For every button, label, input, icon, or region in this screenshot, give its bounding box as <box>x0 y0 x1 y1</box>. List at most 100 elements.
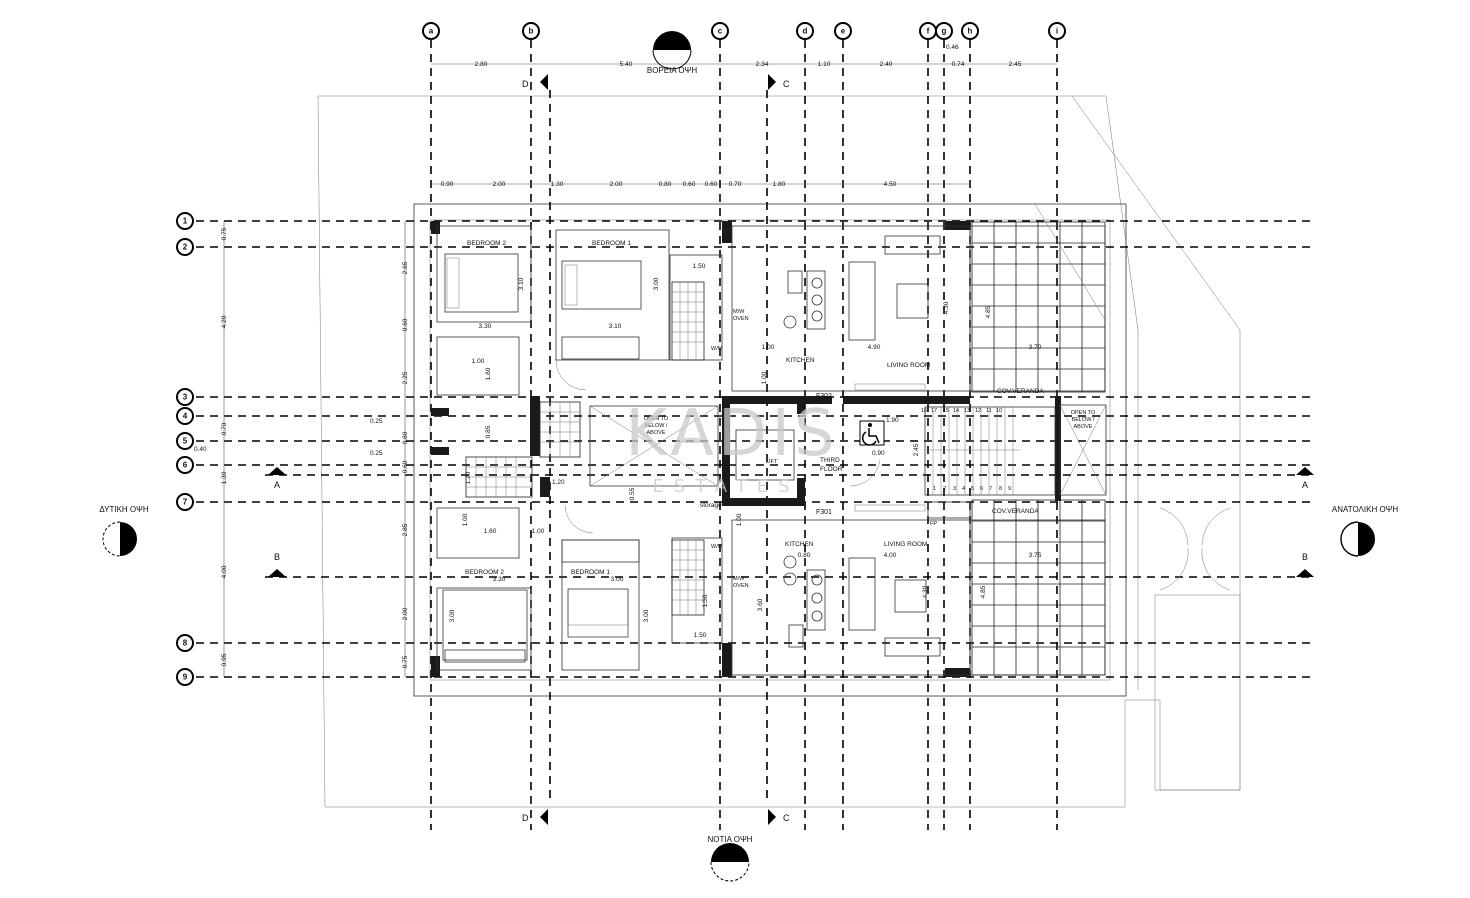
svg-text:9: 9 <box>183 673 188 682</box>
lower-apartment: BEDROOM 2 BEDROOM 1 KITCHEN LIVING ROOM … <box>436 504 1106 676</box>
svg-text:4.90: 4.90 <box>868 344 881 351</box>
svg-text:3.00: 3.00 <box>611 576 624 583</box>
svg-text:W/M: W/M <box>711 346 723 352</box>
svg-text:1.30: 1.30 <box>551 181 564 188</box>
svg-text:1.90: 1.90 <box>886 417 899 424</box>
svg-text:2.25: 2.25 <box>402 371 409 384</box>
svg-text:W/M: W/M <box>711 544 723 550</box>
svg-text:4.85: 4.85 <box>985 305 992 318</box>
svg-text:M/W: M/W <box>733 309 745 315</box>
svg-text:4.00: 4.00 <box>221 565 228 578</box>
svg-text:OPEN TO: OPEN TO <box>1071 410 1096 416</box>
svg-text:5.40: 5.40 <box>620 61 633 68</box>
svg-text:13: 13 <box>964 408 970 414</box>
svg-text:1.10: 1.10 <box>818 61 831 68</box>
grid-bubble-a: a <box>422 22 440 40</box>
svg-text:3.00: 3.00 <box>449 609 456 622</box>
svg-text:e: e <box>841 27 846 36</box>
svg-text:3.30: 3.30 <box>493 576 506 583</box>
upper-veranda-grid <box>971 203 1106 393</box>
grid-bubble-b: b <box>522 22 540 40</box>
svg-text:1.00: 1.00 <box>762 344 775 351</box>
svg-text:storage: storage <box>700 502 722 509</box>
svg-text:2.34: 2.34 <box>756 61 769 68</box>
left-dimension-chain-outer: 0.75 4.20 0.25 0.70 0.40 1.30 4.00 0.95 <box>194 221 383 677</box>
svg-text:A: A <box>274 480 280 490</box>
grid-bubble-9: 9 <box>176 668 194 686</box>
grid-bubble-2: 2 <box>176 238 194 256</box>
svg-text:17: 17 <box>931 408 937 414</box>
east-annex <box>1154 594 1241 791</box>
svg-text:4.85: 4.85 <box>980 585 987 598</box>
svg-text:BEDROOM 2: BEDROOM 2 <box>467 240 506 247</box>
svg-text:3: 3 <box>183 393 188 402</box>
svg-text:5: 5 <box>183 437 188 446</box>
svg-text:10: 10 <box>996 408 1002 414</box>
svg-text:ABOVE: ABOVE <box>647 430 666 436</box>
svg-text:3: 3 <box>953 486 956 492</box>
svg-text:FLOOR: FLOOR <box>820 466 843 473</box>
svg-text:COV.VERANDA: COV.VERANDA <box>997 388 1044 395</box>
svg-text:f: f <box>927 27 930 36</box>
svg-text:ΑΝΑΤΟΛΙΚΗ ΟΨΗ: ΑΝΑΤΟΛΙΚΗ ΟΨΗ <box>1332 505 1398 514</box>
svg-text:0.80: 0.80 <box>659 181 672 188</box>
svg-text:2.40: 2.40 <box>880 61 893 68</box>
svg-text:14: 14 <box>953 408 959 414</box>
svg-text:ABOVE: ABOVE <box>1074 424 1093 430</box>
svg-text:2.45: 2.45 <box>1009 61 1022 68</box>
svg-text:4.50: 4.50 <box>884 181 897 188</box>
svg-text:0.75: 0.75 <box>221 227 228 240</box>
north-elevation-marker: ΒΟΡΕΙΑ ΟΨΗ <box>647 31 697 75</box>
building-inner-outline <box>429 219 1111 681</box>
svg-text:d: d <box>803 27 808 36</box>
svg-text:OPEN TO: OPEN TO <box>644 416 669 422</box>
svg-text:a: a <box>429 27 434 36</box>
grid-bubble-4: 4 <box>176 407 194 425</box>
grid-bubble-i: i <box>1048 22 1066 40</box>
svg-text:1.50: 1.50 <box>694 632 707 639</box>
svg-text:1.50: 1.50 <box>702 594 709 607</box>
svg-text:2.65: 2.65 <box>402 261 409 274</box>
svg-text:D: D <box>522 79 529 89</box>
svg-text:7: 7 <box>183 498 188 507</box>
svg-text:1.80: 1.80 <box>773 181 786 188</box>
svg-text:h: h <box>968 27 973 36</box>
stair-core: 16 17 15 14 13 12 11 10 1 2 3 4 5 6 7 8 … <box>816 393 1107 527</box>
svg-text:THIRD: THIRD <box>820 457 840 464</box>
building-outline <box>413 203 1127 697</box>
svg-text:2.00: 2.00 <box>610 181 623 188</box>
svg-text:3.70: 3.70 <box>1029 344 1042 351</box>
upper-apartment: BEDROOM 2 BEDROOM 1 KITCHEN LIVING ROOM … <box>436 225 1106 396</box>
grid-bubble-c: c <box>711 22 729 40</box>
lower-veranda-grid <box>971 499 1106 676</box>
svg-text:ΝΟΤΙΑ ΟΨΗ: ΝΟΤΙΑ ΟΨΗ <box>708 835 753 844</box>
svg-text:2: 2 <box>943 486 946 492</box>
grid-letter-bubbles: a b c d e f g h i <box>422 22 1066 40</box>
svg-text:LIVING ROOM: LIVING ROOM <box>884 541 927 548</box>
svg-text:6: 6 <box>183 461 188 470</box>
east-elevation-marker: ΑΝΑΤΟΛΙΚΗ ΟΨΗ <box>1332 505 1398 557</box>
grid-bubble-e: e <box>834 22 852 40</box>
svg-text:1.00: 1.00 <box>736 513 743 526</box>
svg-text:2.00: 2.00 <box>493 181 506 188</box>
svg-text:KADIS: KADIS <box>625 397 838 471</box>
south-elevation-marker: ΝΟΤΙΑ ΟΨΗ <box>708 835 753 882</box>
svg-text:3.10: 3.10 <box>518 277 525 290</box>
site-boundary <box>317 95 1241 808</box>
horizontal-grid-lines <box>196 220 1315 678</box>
svg-text:g: g <box>942 27 947 36</box>
section-markers: A A B B D D C C <box>268 74 1314 825</box>
svg-text:1.00: 1.00 <box>532 528 545 535</box>
svg-text:1.00: 1.00 <box>472 358 485 365</box>
svg-text:C: C <box>783 813 790 823</box>
svg-text:0.60: 0.60 <box>683 181 696 188</box>
svg-text:4.20: 4.20 <box>221 315 228 328</box>
svg-text:1.00: 1.00 <box>462 513 469 526</box>
watermark: KADIS ESTATES <box>625 397 838 497</box>
grid-bubble-6: 6 <box>176 456 194 474</box>
svg-text:0.70: 0.70 <box>221 422 228 435</box>
svg-text:C: C <box>783 79 790 89</box>
svg-text:LIVING ROOM: LIVING ROOM <box>887 362 930 369</box>
svg-text:F302: F302 <box>816 393 832 400</box>
